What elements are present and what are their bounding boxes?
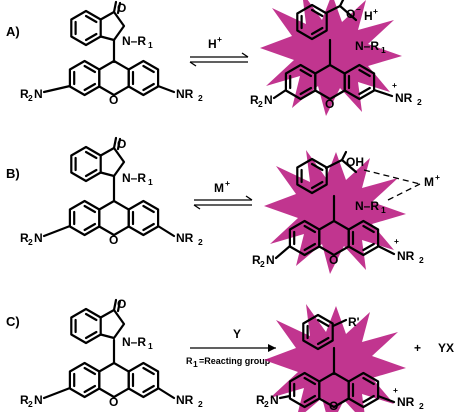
- panel-b-reactant: O N–R 1 O R 2 N NR 2: [20, 137, 203, 247]
- equilibrium-arrow-a: H +: [189, 34, 249, 67]
- oxygen-charge: –: [356, 4, 361, 14]
- iminium-charge-c: +: [393, 385, 398, 395]
- amide-nitrogen: N–R: [122, 34, 146, 48]
- metal-ion: M: [424, 175, 434, 189]
- condition-r: R: [186, 356, 193, 366]
- right-amine-open-sub: 2: [417, 97, 422, 107]
- byproduct-plus: +: [414, 341, 421, 355]
- r-prime-label: R': [348, 315, 360, 329]
- panel-b-product: OH N–R 1 M + O R 2 N + NR 2: [252, 150, 440, 274]
- amide-nitrogen-open: N–R: [355, 39, 379, 53]
- left-amine-c-open-sub: 2: [264, 399, 269, 409]
- panel-c-product: R' O R 2 N + NR 2: [256, 304, 424, 412]
- left-amine-b-open-sub: 2: [260, 259, 265, 269]
- left-amine-b-n: N: [34, 231, 43, 245]
- left-amine-c-r: R: [20, 393, 29, 407]
- right-amine-b: NR: [176, 231, 194, 245]
- left-amine-b-open-n: N: [266, 253, 275, 267]
- xanthene-oxygen-open: O: [325, 97, 334, 111]
- right-amine-b-open: NR: [397, 249, 415, 263]
- left-amine-b-sub: 2: [28, 237, 33, 247]
- equilibrium-arrow-b: M +: [193, 178, 253, 210]
- r1-subscript-b: 1: [148, 177, 153, 187]
- xanthene-oxygen-c-open: O: [329, 399, 338, 412]
- right-amine-subscript: 2: [198, 93, 203, 103]
- carbonyl-oxygen-c: O: [117, 297, 126, 311]
- right-amine-b-open-sub: 2: [419, 255, 424, 265]
- right-amine-open: NR: [395, 91, 413, 105]
- condition-text: =Reacting group: [199, 356, 271, 366]
- right-amine-c-open-sub: 2: [419, 401, 424, 411]
- panel-c-tag: C): [6, 314, 20, 329]
- left-amine-b-open-r: R: [252, 253, 261, 267]
- carbonyl-oxygen-b: O: [117, 137, 126, 151]
- byproduct-yx: YX: [438, 341, 454, 355]
- enolate-oxygen: O: [346, 7, 355, 21]
- left-amine-b-r: R: [20, 231, 29, 245]
- right-amine-b-sub: 2: [198, 237, 203, 247]
- proton-charge: +: [373, 6, 378, 16]
- carbonyl-oxygen: O: [117, 1, 126, 15]
- left-amine-c-open-n: N: [270, 393, 279, 407]
- left-amine-r: R: [20, 87, 29, 101]
- right-amine-c: NR: [176, 393, 194, 407]
- reagent-h: H: [208, 37, 217, 51]
- reagent-y: Y: [233, 327, 241, 341]
- panel-c-reactant: O N–R 1 O R 2 N NR 2: [20, 297, 203, 409]
- panel-a-reactant: O N–R 1 O R 2 N NR 2: [20, 1, 203, 107]
- xanthene-oxygen-c: O: [109, 395, 118, 409]
- xanthene-oxygen-b: O: [109, 233, 118, 247]
- panel-a-tag: A): [6, 24, 20, 39]
- panel-c: C) O N–R 1 O R 2 N NR 2 Y R 1 =Reacting …: [6, 297, 454, 412]
- amide-nitrogen-b: N–R: [122, 171, 146, 185]
- left-amine-subscript: 2: [28, 93, 33, 103]
- r1-subscript-c: 1: [148, 341, 153, 351]
- right-amine-c-open: NR: [397, 395, 415, 409]
- iminium-charge-b: +: [394, 236, 399, 246]
- left-amine-c-sub: 2: [28, 399, 33, 409]
- left-amine-open-n: N: [264, 93, 273, 107]
- xanthene-oxygen-b-open: O: [329, 253, 338, 267]
- left-amine-open-r: R: [250, 93, 259, 107]
- reagent-m-sup: +: [225, 178, 230, 188]
- r1-sub-open: 1: [381, 45, 386, 55]
- iminium-charge: +: [392, 80, 397, 90]
- left-amine-n: N: [34, 87, 43, 101]
- r1-subscript: 1: [148, 40, 153, 50]
- condition-sub: 1: [193, 359, 198, 369]
- reagent-m: M: [214, 181, 224, 195]
- r1-sub-b-open: 1: [381, 205, 386, 215]
- forward-arrow-c: Y R 1 =Reacting group: [186, 327, 276, 369]
- amide-nitrogen-b-open: N–R: [355, 199, 379, 213]
- panel-b: B) O N–R 1 O R 2 N NR 2 M +: [6, 137, 440, 274]
- proton-label: H: [364, 9, 373, 23]
- reagent-h-sup: +: [217, 34, 222, 44]
- right-amine-c-sub: 2: [198, 399, 203, 409]
- left-amine-open-sub: 2: [258, 99, 263, 109]
- xanthene-oxygen: O: [109, 93, 118, 107]
- amide-nitrogen-c: N–R: [122, 335, 146, 349]
- right-amine: NR: [176, 87, 194, 101]
- panel-a-product: O – H + N–R 1 O R 2 N + NR 2: [250, 0, 422, 116]
- panel-a: A) O N–R 1 O R 2 N NR 2 H +: [6, 0, 422, 116]
- hydroxyl-label: OH: [346, 155, 364, 169]
- left-amine-c-n: N: [34, 393, 43, 407]
- panel-b-tag: B): [6, 166, 20, 181]
- left-amine-c-open-r: R: [256, 393, 265, 407]
- metal-ion-charge: +: [435, 172, 440, 182]
